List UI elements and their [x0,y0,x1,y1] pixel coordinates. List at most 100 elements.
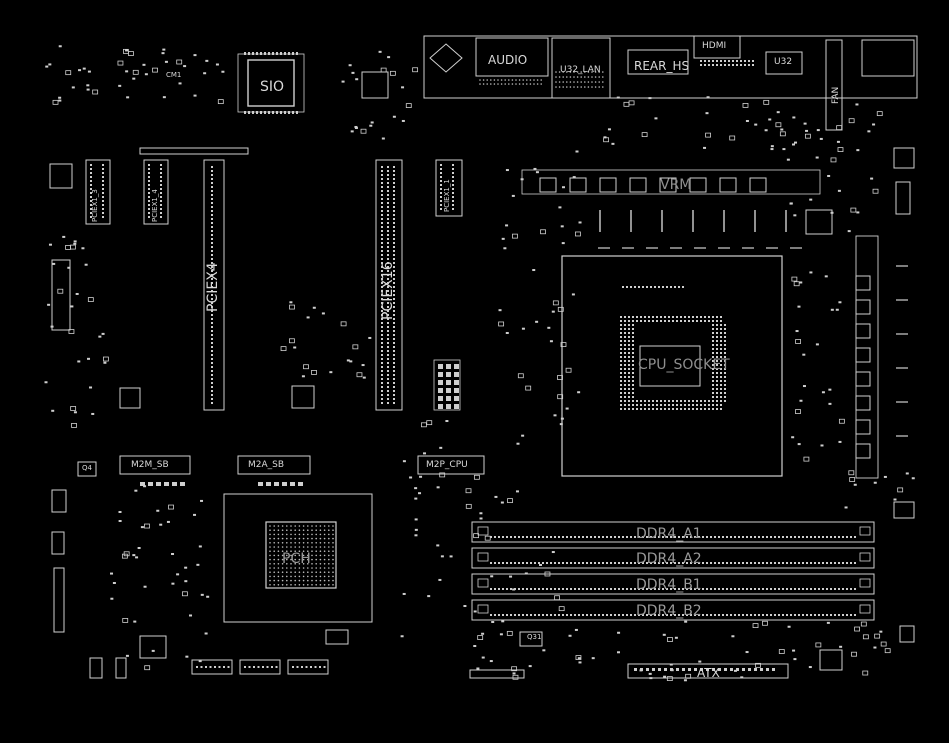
mid-cap-pads [454,404,459,409]
smd-component [838,301,842,304]
cpu-mark [634,286,636,288]
smd-component [380,67,387,73]
pch-ball-grid [307,563,309,565]
pciex1-1-pins [440,184,442,186]
smd-component [752,623,759,628]
pch-ball-grid [311,537,313,540]
smd-component [77,360,81,363]
pciex16-pins [393,210,395,212]
pciex16-pins [387,258,389,260]
smd-component [851,651,857,657]
ddr4-pins-3 [738,588,740,590]
ddr4-latch-left-4 [477,604,489,614]
cpu-pins-right [712,388,714,390]
ddr4-pins-4 [718,614,720,616]
ddr4-pins-3 [594,588,596,590]
pciex4-pins [211,186,213,188]
pch-ball-grid [319,579,322,582]
pch-ball-grid [315,529,318,531]
ddr4-pins-1 [526,536,528,538]
ddr4-pins-3 [838,588,840,590]
lan-pins [580,86,582,88]
cpu-pins-bottom [644,408,646,410]
ddr4-pins-1 [730,536,732,538]
cpu-pins-left [628,380,630,382]
pciex16-pins [387,370,389,372]
ddr4-pins-4 [806,614,808,616]
ddr4-pins-1 [646,536,648,538]
smd-component [883,475,887,478]
smd-component [58,99,62,102]
pciex4-pins [211,370,213,372]
smd-component [52,99,59,105]
pciex16-pins [381,218,383,220]
ddr4-pins-3 [654,588,656,590]
pciex4-pins [211,298,213,300]
smd-component [123,551,130,557]
smd-component [805,129,809,132]
pch-ball-grid [311,567,313,569]
u32-label: U32 [774,57,793,67]
mid-cap-pads [454,388,459,393]
audio-pins [529,79,532,81]
ddr4-pins-4 [790,614,792,616]
ddr4-pins-1 [706,536,708,538]
ddr4-pins-4 [558,614,560,616]
smd-component [426,420,433,426]
smd-component [838,440,842,443]
pch-ball-grid [332,546,334,548]
pciex16-pins [387,210,389,212]
cpu-pins-left [620,364,622,366]
ddr4-pins-3 [562,588,564,590]
pch-ball-grid [307,546,309,548]
smd-component [793,658,797,661]
cpu-pins-top [636,316,638,318]
smd-component [200,593,204,596]
pch-ball-grid [307,542,309,544]
cpu-pins-left [624,384,626,386]
audio-pins [511,79,514,81]
smd-component [802,385,806,388]
ddr4-pins-2 [730,562,732,564]
smd-component [118,519,122,522]
cpu-pins-left [628,372,630,374]
pciex1-3-pins [102,208,104,210]
ddr4-pins-1 [778,536,780,538]
smd-component [731,635,735,638]
m2a-pads [290,482,295,486]
pch-ball-grid [269,571,271,573]
m2a-sb-label: M2A_SB [248,460,285,470]
audio-pins [515,83,517,85]
ddr4-pins-1 [494,536,496,538]
pch-ball-grid [273,529,276,531]
pch-ball-grid [332,558,334,561]
ddr4-pins-4 [746,614,748,616]
smd-component [81,247,85,250]
cpu-pins-bottom [720,408,722,410]
pciex16-pins [393,394,395,396]
pch-ball-grid [302,525,305,527]
pciex16-pins [381,338,383,340]
ddr4-pins-2 [710,562,712,564]
smd-component [102,356,109,362]
ddr4-pins-2 [662,562,664,564]
smd-component [786,158,790,161]
pch-ball-grid [277,546,280,548]
cpu-pins-bottom [684,408,686,410]
pch-ball-grid [273,575,276,578]
pch-ball-grid [269,567,271,569]
pciex16-pins [393,266,395,268]
ddr4-pins-4 [690,614,692,616]
smd-component [815,343,819,346]
pciex1-3-pins [90,196,92,198]
cpu-pins-right [712,340,714,342]
pch-ball-grid [311,558,313,561]
cpu-pins-left [628,392,630,394]
smd-component [560,225,564,228]
smd-component [67,266,71,269]
smd-component [520,178,524,181]
audio-pins [529,83,532,85]
cpu-pins-top [684,320,686,322]
cpu-pins-right [724,396,726,398]
cpu-pins-bottom [704,404,706,406]
